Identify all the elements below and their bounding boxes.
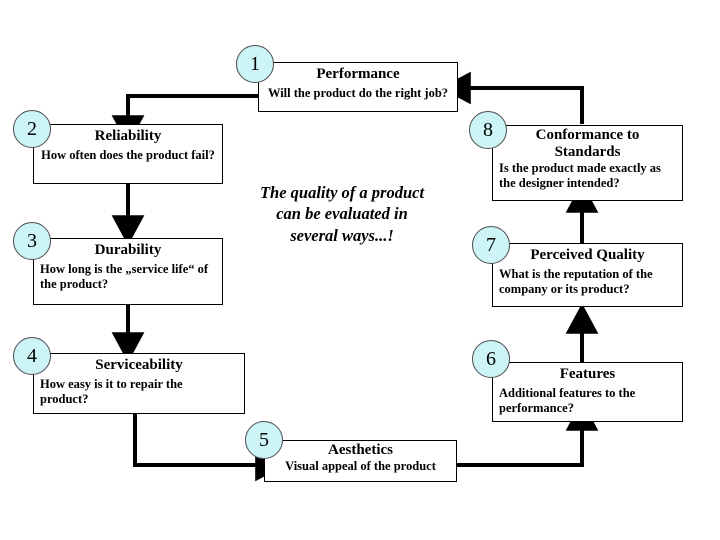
node-desc-conformance-line2: the designer intended? [499,175,620,190]
node-box-durability[interactable]: Durability How long is the „service life… [33,238,223,305]
node-desc-durability-line2: the product? [40,276,109,291]
node-box-perceived-quality[interactable]: Perceived Quality What is the reputation… [492,243,683,307]
node-desc-performance: Will the product do the right job? [267,85,449,100]
node-badge-2: 2 [13,110,51,148]
node-title-performance: Performance [316,66,400,82]
node-desc-reliability: How often does the product fail? [41,147,215,162]
node-title-perceived-quality: Perceived Quality [530,247,645,263]
node-desc-perceived-quality-line2: company or its product? [499,281,630,296]
node-box-reliability[interactable]: Reliability How often does the product f… [33,124,223,184]
node-badge-8: 8 [469,111,507,149]
node-title-features: Features [559,366,616,382]
node-desc-perceived-quality-line1: What is the reputation of the [499,266,653,281]
node-title-conformance-line2: Standards [554,143,621,160]
arrow-performance-to-reliability [111,94,258,146]
arrow-aesthetics-to-features [457,400,599,467]
node-box-features[interactable]: Features Additional features to the perf… [492,362,683,422]
center-note-line-2: can be evaluated in [276,204,408,224]
node-desc-durability-line1: How long is the „service life“ of [40,261,209,276]
center-note-line-3: several ways...! [290,225,394,245]
node-title-durability: Durability [94,242,162,258]
center-note-line-1: The quality of a product [259,183,425,202]
arrow-serviceability-to-aesthetics [133,414,286,482]
node-badge-7: 7 [472,226,510,264]
arrow-conformance-to-performance [440,71,584,124]
node-badge-6: 6 [472,340,510,378]
node-box-serviceability[interactable]: Serviceability How easy is it to repair … [33,353,245,414]
node-desc-features-line2: performance? [499,400,574,415]
node-title-aesthetics: Aesthetics [328,442,393,458]
node-badge-4: 4 [13,337,51,375]
node-title-serviceability: Serviceability [95,357,183,373]
node-title-conformance-line1: Conformance to [535,127,640,143]
node-title-reliability: Reliability [94,128,162,144]
node-desc-features-line1: Additional features to the [499,385,636,400]
node-box-performance[interactable]: Performance Will the product do the righ… [258,62,458,112]
node-badge-5: 5 [245,421,283,459]
node-desc-serviceability-line1: How easy is it to repair the [40,376,183,391]
node-box-conformance-to-standards[interactable]: Conformance to Standards Is the product … [492,125,683,201]
node-box-aesthetics[interactable]: Aesthetics Visual appeal of the product [264,440,457,482]
node-desc-serviceability-line2: product? [40,391,89,406]
node-desc-aesthetics: Visual appeal of the product [285,458,436,473]
center-note: The quality of a product can be evaluate… [222,182,462,246]
node-badge-1: 1 [236,45,274,83]
node-desc-conformance-line1: Is the product made exactly as [499,161,661,175]
node-badge-3: 3 [13,222,51,260]
